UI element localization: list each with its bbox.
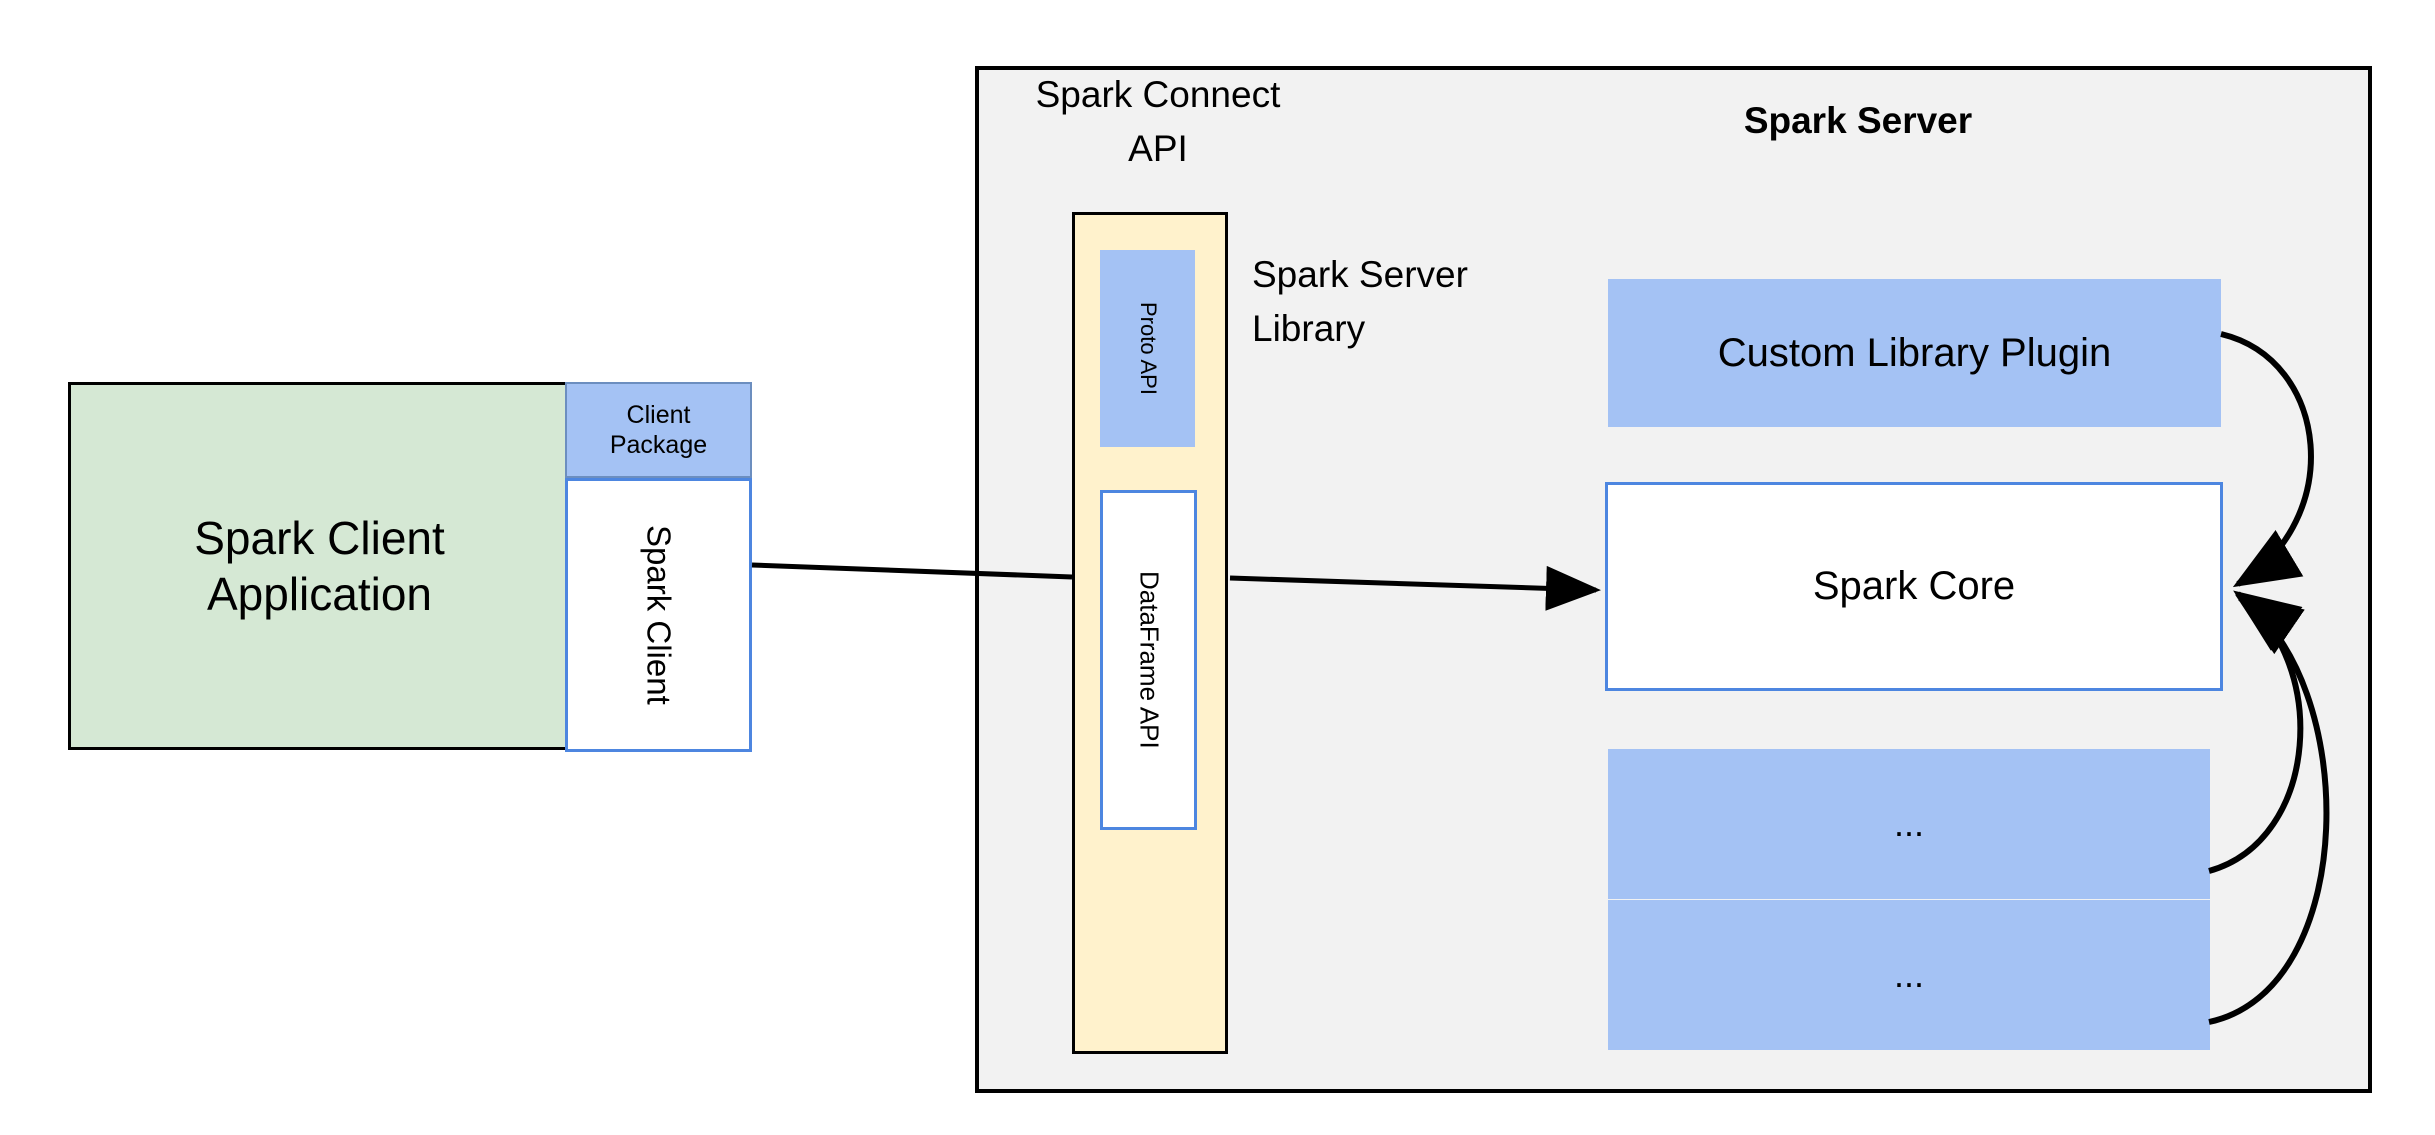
dataframe-api-label: DataFrame API (1134, 571, 1165, 749)
proto-api-label: Proto API (1135, 302, 1161, 395)
spark-server-library-label: Spark Server Library (1252, 254, 1468, 349)
server-module-box-3[interactable]: ... (1608, 749, 2210, 899)
spark-core-label: Spark Core (1812, 564, 2016, 609)
server-module-label-4: ... (1893, 954, 1924, 996)
spark-server-title: Spark Server (1743, 100, 1973, 141)
server-module-box-4[interactable]: ... (1608, 900, 2210, 1050)
client-package-label: Client Package (609, 400, 708, 460)
custom-library-plugin-box[interactable]: Custom Library Plugin (1608, 279, 2221, 427)
dataframe-api-box[interactable]: DataFrame API (1100, 490, 1197, 830)
proto-api-box[interactable]: Proto API (1100, 250, 1195, 447)
spark-connect-api-label: Spark Connect API (1035, 74, 1281, 169)
client-package-box[interactable]: Client Package (565, 382, 752, 478)
spark-core-box[interactable]: Spark Core (1605, 482, 2223, 691)
spark-client-label: Spark Client (640, 525, 678, 705)
spark-client-application-label: Spark Client Application (194, 511, 445, 620)
spark-client-application-box[interactable]: Spark Client Application (68, 382, 571, 750)
custom-library-plugin-label: Custom Library Plugin (1717, 330, 2112, 375)
server-module-label-3: ... (1893, 803, 1924, 845)
spark-client-box[interactable]: Spark Client (565, 478, 752, 752)
